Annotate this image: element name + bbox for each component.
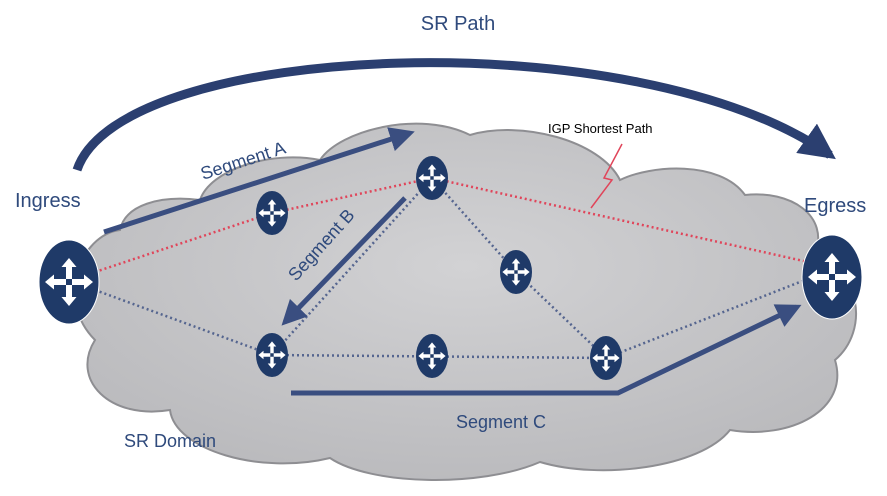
node-n6 [590,336,622,380]
sr-path-label: SR Path [421,13,495,35]
segment-c-arrow [291,304,802,396]
sr-domain-label: SR Domain [124,431,216,451]
igp-link-ingress-n1 [94,211,273,274]
segment-a-arrow [103,127,415,235]
link-n6-egress [605,278,806,360]
dotted-links [94,177,806,360]
link-n2-n4 [431,177,517,273]
link-ingress-n3 [94,288,273,357]
link-n3-n6 [271,353,607,360]
segment-arrows [103,127,802,396]
node-n5 [416,334,448,378]
node-n2 [416,156,448,200]
node-ingress [38,239,100,325]
node-n3 [256,333,288,377]
igp-shortest-path [94,176,809,274]
node-n1 [256,191,288,235]
sr-path-arrow [72,58,836,172]
segment-b-arrow [281,196,407,326]
igp-link-n2-egress [431,176,809,264]
igp-link-n1-n2 [271,176,433,215]
ingress-label: Ingress [15,190,81,212]
egress-label: Egress [804,195,866,217]
node-n4 [500,250,532,294]
node-egress [801,234,863,320]
link-n4-n6 [515,271,607,359]
igp-shortest-path-label: IGP Shortest Path [548,121,653,136]
igp-callout-line [590,143,623,209]
segment-c-label: Segment C [456,412,546,432]
